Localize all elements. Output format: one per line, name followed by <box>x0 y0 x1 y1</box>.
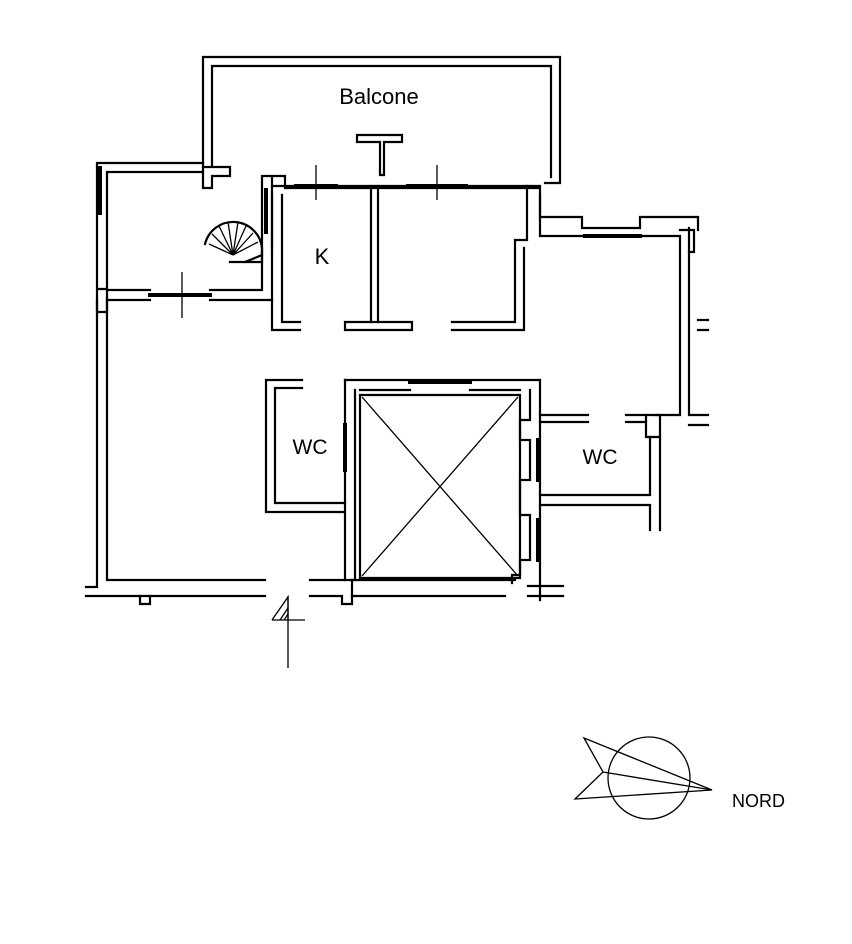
central-shaft <box>343 378 542 602</box>
exterior-walls <box>84 161 565 606</box>
room-label-balcony: Balcone <box>339 84 419 109</box>
room-label-wc-right: WC <box>583 446 618 469</box>
north-arrow-icon <box>573 736 713 820</box>
room-label-wc-left: WC <box>293 436 328 459</box>
kitchen-walls <box>105 133 542 332</box>
balcony-walls <box>201 55 562 190</box>
spiral-stair <box>203 176 274 264</box>
wc-left-walls <box>264 378 347 514</box>
compass-label: NORD <box>732 791 785 811</box>
right-wing-walls <box>538 193 710 532</box>
section-marker <box>271 594 305 668</box>
room-label-kitchen: K <box>315 244 330 269</box>
